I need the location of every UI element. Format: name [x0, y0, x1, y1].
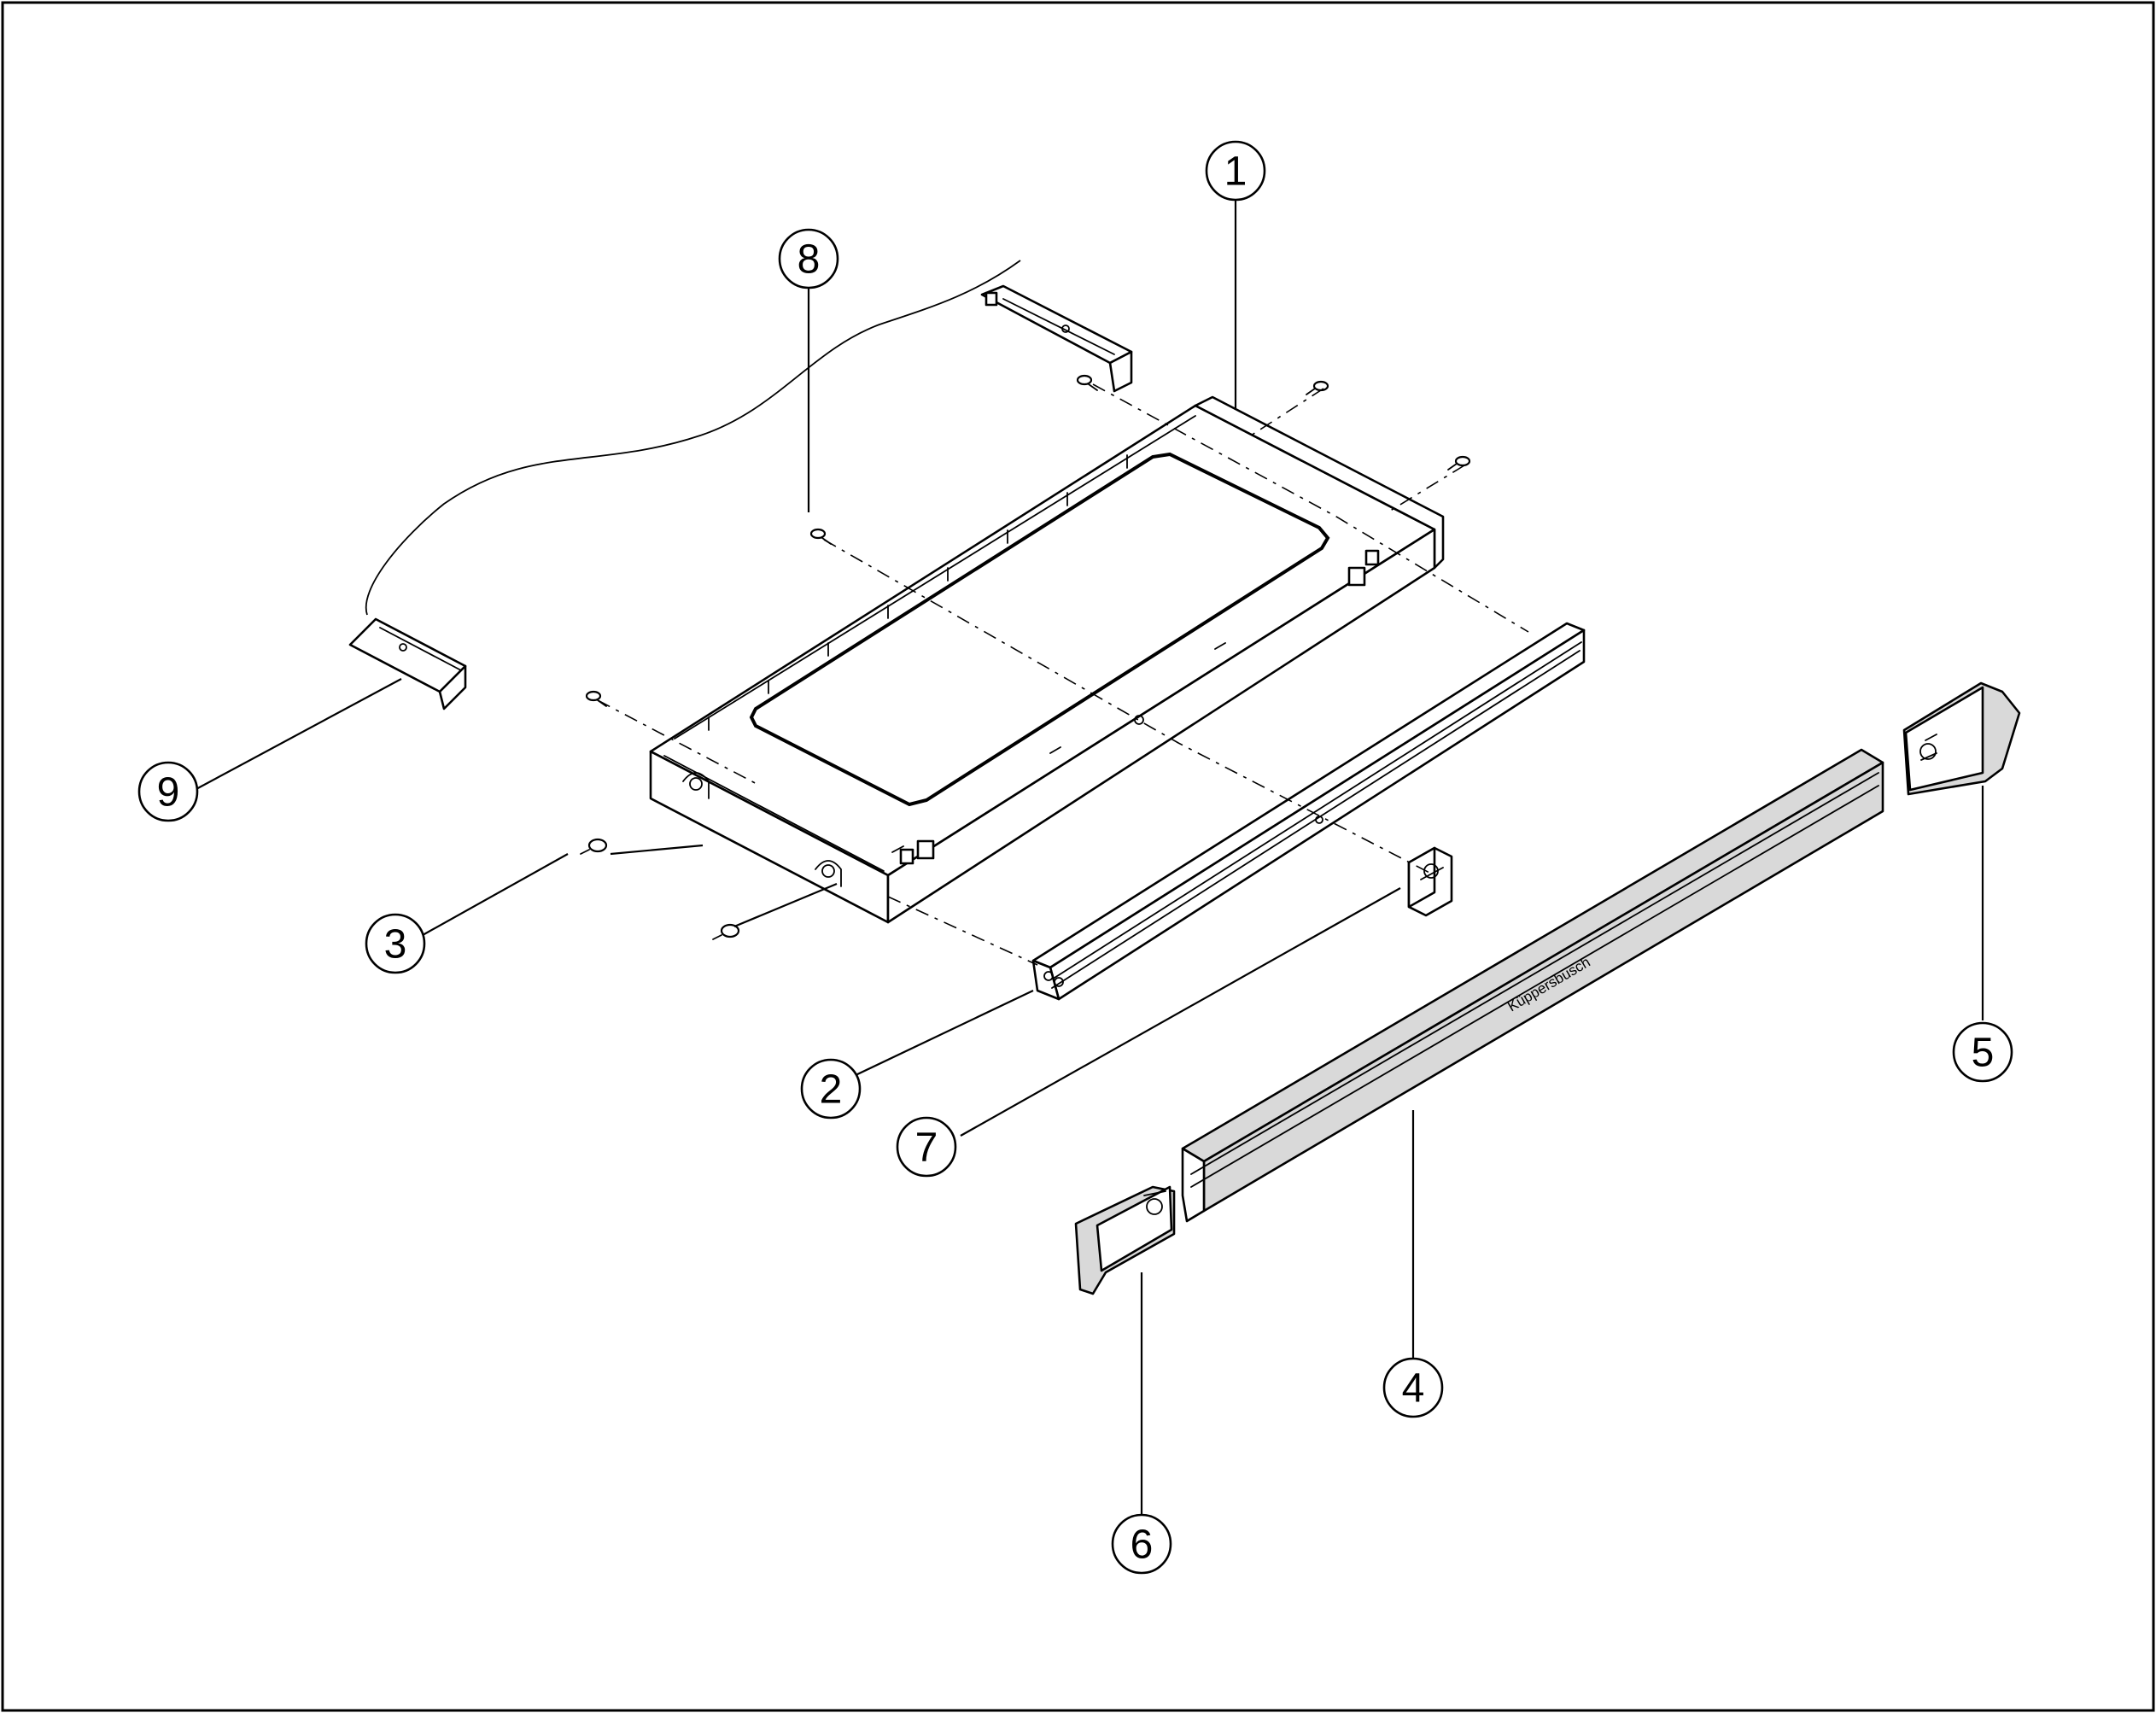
svg-text:6: 6	[1131, 1523, 1154, 1568]
screw-icon	[1447, 455, 1471, 471]
part-6-left-end-cap	[1074, 1185, 1176, 1295]
glass-panel	[749, 452, 1330, 807]
part-4-handle: Küppersbusch	[1181, 748, 1884, 1223]
screws	[580, 374, 1471, 940]
callout-5: 5	[1952, 1021, 2013, 1083]
assembly-lines	[597, 383, 1529, 966]
leader-lines	[194, 198, 1984, 1516]
screw-icon	[712, 923, 740, 940]
part-1-drawer-frame	[649, 395, 1445, 924]
svg-text:2: 2	[820, 1067, 843, 1113]
callout-8: 8	[778, 228, 839, 289]
svg-text:7: 7	[915, 1125, 938, 1171]
callout-6: 6	[1111, 1513, 1172, 1575]
callout-7: 7	[896, 1116, 957, 1178]
part-9-rail-bracket	[348, 617, 467, 710]
callout-4: 4	[1382, 1357, 1444, 1418]
callout-1: 1	[1205, 140, 1266, 202]
callout-3: 3	[365, 913, 426, 974]
screw-icon	[1076, 374, 1098, 391]
screw-icon	[580, 838, 608, 855]
part-5-right-end-cap	[1902, 681, 2021, 796]
callout-2: 2	[800, 1058, 862, 1120]
svg-text:3: 3	[384, 922, 407, 968]
svg-text:1: 1	[1224, 149, 1247, 195]
svg-text:4: 4	[1402, 1366, 1425, 1412]
callout-9: 9	[137, 761, 199, 822]
screw-icon	[585, 690, 607, 707]
svg-text:5: 5	[1972, 1031, 1995, 1076]
part-7-clip	[1407, 846, 1453, 917]
svg-text:9: 9	[157, 770, 180, 816]
part-9-upper-rail	[980, 284, 1133, 393]
svg-text:8: 8	[798, 237, 821, 283]
cut-away-line	[365, 260, 1021, 616]
